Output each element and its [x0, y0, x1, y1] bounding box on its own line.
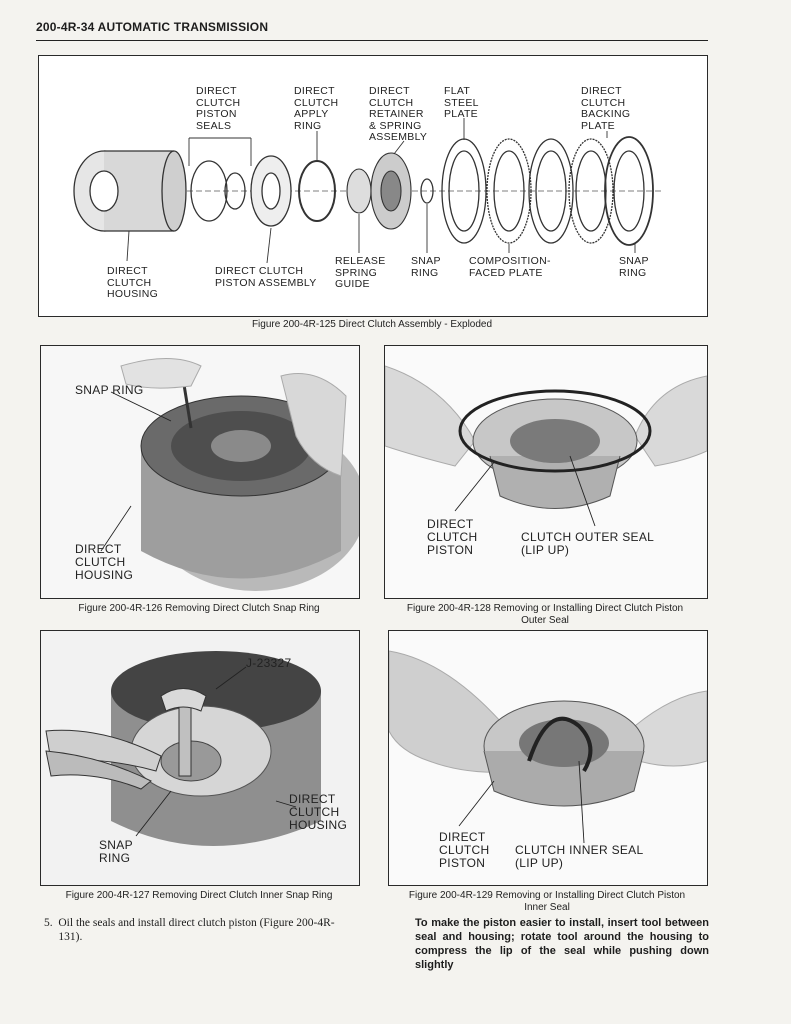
step-5-text: 5. Oil the seals and install direct clut…: [44, 917, 335, 943]
label-snap-ring-2: SNAP RING: [619, 255, 649, 279]
figure-128-photo: DIRECT CLUTCH PISTON CLUTCH OUTER SEAL (…: [384, 345, 708, 599]
label-outer-seal: CLUTCH OUTER SEAL (LIP UP): [521, 530, 655, 557]
figure-125-exploded-view: DIRECT CLUTCH PISTON SEALS DIRECT CLUTCH…: [38, 55, 708, 317]
leader-lines: [126, 118, 636, 264]
label-piston-assembly: DIRECT CLUTCH PISTON ASSEMBLY: [215, 265, 317, 289]
clutch-housing-drawing: [73, 150, 187, 232]
figure-126-caption: Figure 200-4R-126 Removing Direct Clutch…: [78, 603, 320, 614]
label-snap-ring-1: SNAP RING: [411, 255, 441, 279]
label-flat-steel-plate: FLAT STEEL PLATE: [444, 85, 479, 120]
retainer-drawing: [346, 152, 412, 230]
figure-126-photo: SNAP RING DIRECT CLUTCH HOUSING: [40, 345, 360, 599]
label-housing: DIRECT CLUTCH HOUSING: [75, 542, 134, 582]
figure-126-illustration: [41, 346, 359, 598]
label-housing: DIRECT CLUTCH HOUSING: [289, 792, 348, 832]
figure-127-caption: Figure 200-4R-127 Removing Direct Clutch…: [65, 890, 333, 901]
figure-127-illustration: [41, 631, 359, 885]
label-snap-ring: SNAP RING: [75, 383, 144, 397]
label-inner-seal: CLUTCH INNER SEAL (LIP UP): [515, 843, 644, 870]
figure-127-photo: J-23327 DIRECT CLUTCH HOUSING SNAP RING: [40, 630, 360, 886]
piston-seals-drawing: [190, 160, 246, 222]
label-release-spring-guide: RELEASE SPRING GUIDE: [335, 255, 386, 290]
label-retainer: DIRECT CLUTCH RETAINER & SPRING ASSEMBLY: [369, 85, 428, 143]
label-piston: DIRECT CLUTCH PISTON: [439, 830, 490, 870]
figure-129-illustration: [389, 631, 707, 885]
piston-drawing: [250, 155, 292, 227]
label-snap-ring: SNAP RING: [99, 838, 133, 865]
page-header: 200-4R-34 AUTOMATIC TRANSMISSION: [36, 20, 708, 41]
installation-note: To make the piston easier to install, in…: [415, 917, 709, 971]
exploded-diagram: [73, 118, 664, 264]
label-backing-plate: DIRECT CLUTCH BACKING PLATE: [581, 85, 631, 132]
figure-129-photo: DIRECT CLUTCH PISTON CLUTCH INNER SEAL (…: [388, 630, 708, 886]
figure-128-illustration: [385, 346, 707, 598]
clutch-plates-drawing: [441, 136, 654, 246]
label-piston: DIRECT CLUTCH PISTON: [427, 517, 478, 557]
figure-129-caption: Figure 200-4R-129 Removing or Installing…: [408, 890, 686, 913]
label-housing: DIRECT CLUTCH HOUSING: [107, 265, 159, 300]
label-piston-seals: DIRECT CLUTCH PISTON SEALS: [196, 85, 241, 132]
snap-ring-small-drawing: [420, 178, 434, 204]
label-tool: J-23327: [246, 656, 292, 670]
figure-128-caption: Figure 200-4R-128 Removing or Installing…: [406, 603, 684, 626]
label-apply-ring: DIRECT CLUTCH APPLY RING: [294, 85, 339, 132]
label-composition-plate: COMPOSITION- FACED PLATE: [469, 255, 551, 279]
figure-125-caption: Figure 200-4R-125 Direct Clutch Assembly…: [251, 319, 493, 330]
